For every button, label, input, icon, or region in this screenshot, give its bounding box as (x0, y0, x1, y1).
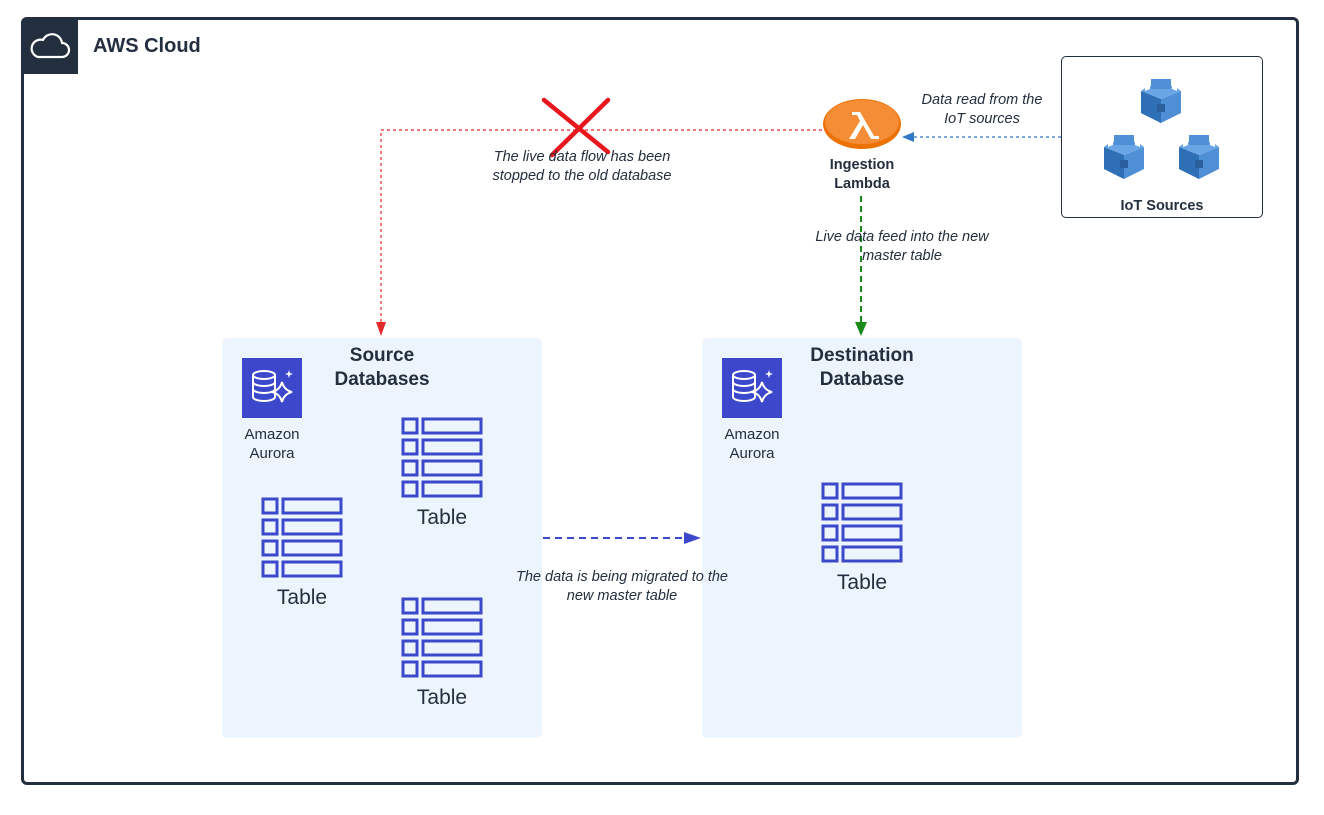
table-label: Table (416, 506, 468, 529)
stopped-flow-note: The live data flow has been stopped to t… (492, 149, 672, 184)
table-label: Table (416, 686, 468, 709)
aws-cloud-frame (21, 17, 1299, 785)
cloud-icon (21, 17, 78, 74)
migration-note: The data is being migrated to the new ma… (516, 569, 728, 604)
aurora-icon (242, 358, 302, 418)
stopped-flow-arrow (380, 129, 822, 336)
table-icon (261, 497, 343, 578)
table-icon (821, 482, 903, 563)
iot-thing-icon (1104, 135, 1144, 179)
live-feed-note: Live data feed into the new master table (815, 229, 989, 264)
iot-read-note: Data read from the IoT sources (921, 92, 1043, 127)
iot-sources-title: IoT Sources (1120, 198, 1204, 214)
table-label: Table (836, 571, 888, 594)
aurora-label: Amazon Aurora (244, 426, 300, 462)
aurora-label: Amazon Aurora (724, 426, 780, 462)
iot-thing-icon (1179, 135, 1219, 179)
lambda-icon (823, 99, 901, 149)
stopped-x-icon (541, 97, 611, 158)
source-databases-title: Source Databases (334, 345, 430, 390)
table-icon (401, 597, 483, 678)
table-icon (401, 417, 483, 498)
aurora-icon (722, 358, 782, 418)
frame-title: AWS Cloud (93, 35, 201, 57)
table-label: Table (276, 586, 328, 609)
iot-thing-icon (1141, 79, 1181, 123)
lambda-label: Ingestion Lambda (829, 157, 895, 192)
destination-database-title: Destination Database (810, 345, 914, 390)
